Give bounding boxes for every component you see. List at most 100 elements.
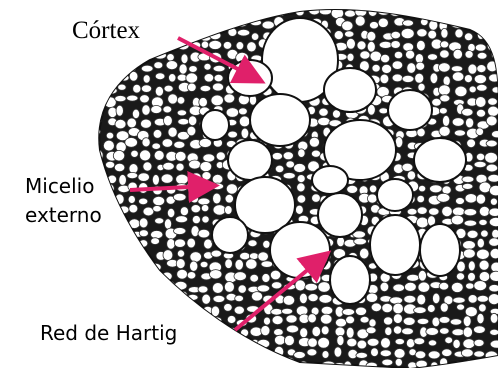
hyphal-cell [104,208,117,215]
hyphal-cell [379,108,388,114]
hyphal-cell [187,272,196,279]
hyphal-cell [262,274,270,283]
hyphal-cell [312,326,321,336]
hyphal-cell [187,308,198,315]
hyphal-cell [418,282,430,292]
hyphal-cell [177,97,185,105]
hyphal-cell [308,294,318,302]
hyphal-cell [190,261,198,271]
hyphal-cell [393,284,405,292]
hyphal-cell [163,297,174,304]
hyphal-cell [468,295,477,304]
hyphal-cell [257,285,270,292]
hyphal-cell [298,149,305,158]
hyphal-cell [224,304,233,312]
hyphal-cell [474,281,487,291]
hyphal-cell [286,325,298,333]
hartig-label: Red de Hartig [40,323,177,343]
hyphal-cell [153,19,160,30]
hyphal-cell [299,293,307,303]
hyphal-cell [190,252,202,262]
hyphal-cell [393,314,402,324]
hyphal-cell [489,208,498,216]
hyphal-cell [141,65,153,72]
hyphal-cell [345,10,356,17]
hyphal-cell [297,175,305,183]
hyphal-cell [263,350,272,356]
hyphal-cell [162,272,172,280]
hyphal-cell [427,305,435,313]
hyphal-cell [270,270,280,280]
hyphal-cell [455,29,463,38]
hyphal-cell [161,174,173,183]
hyphal-cell [462,176,474,182]
hyphal-cell [467,9,476,18]
hyphal-cell [113,150,124,161]
hyphal-cell [179,357,188,368]
hyphal-cell [141,119,152,128]
hyphal-cell [247,306,260,313]
hyphal-cell [166,306,174,314]
hyphal-cell [491,17,498,25]
hyphal-cell [401,28,414,38]
hyphal-cell [153,130,162,139]
hyphal-cell [215,10,223,17]
hyphal-cell [272,153,282,160]
hyphal-cell [92,195,103,202]
hyphal-cell [367,31,376,41]
hyphal-cell [367,41,375,52]
hyphal-cell [465,307,477,317]
hyphal-cell [212,83,223,91]
hyphal-cell [186,73,198,83]
hyphal-cell [417,40,426,50]
hyphal-cell [407,63,416,74]
hyphal-cell [212,174,223,183]
hyphal-cell [465,194,477,203]
hyphal-cell [151,106,162,114]
hyphal-cell [202,294,211,304]
hyphal-cell [479,206,489,216]
hyphal-cell [463,339,475,349]
hyphal-cell [453,49,462,59]
hyphal-cell [198,198,210,205]
hyphal-cell [127,359,137,368]
hyphal-cell [465,51,473,59]
hyphal-cell [127,118,137,128]
hyphal-cell [253,350,260,360]
hyphal-cell [251,292,262,301]
hyphal-cell [142,31,149,38]
hyphal-cell [154,7,166,14]
hyphal-cell [201,41,208,48]
hyphal-cell [286,315,297,323]
hyphal-cell [228,7,238,17]
hyphal-cell [455,86,467,97]
hyphal-cell [403,20,414,26]
hyphal-cell [492,229,498,238]
hyphal-cell [143,263,154,272]
hyphal-cell [213,295,225,302]
hyphal-cell [479,272,490,282]
hyphal-cell [142,304,153,314]
hyphal-cell [305,283,318,291]
hyphal-cell [477,52,487,59]
hyphal-cell [464,75,472,83]
hyphal-cell [189,160,201,169]
hyphal-cell [210,340,222,347]
hyphal-cell [438,63,450,72]
hyphal-cell [307,349,317,356]
hyphal-cell [296,205,304,214]
hyphal-cell [176,174,189,184]
hyphal-cell [464,220,477,226]
hyphal-cell [379,41,392,48]
hyphal-cell [130,305,137,315]
hyphal-cell [239,352,250,358]
hyphal-cell [319,295,332,304]
hyphal-cell [108,282,118,288]
hyphal-cell [119,175,127,186]
hyphal-cell [102,251,113,258]
hyphal-cell [191,33,200,41]
hyphal-cell [176,28,184,37]
hyphal-cell [462,183,473,189]
hyphal-cell [319,8,331,15]
hyphal-cell [440,50,450,58]
